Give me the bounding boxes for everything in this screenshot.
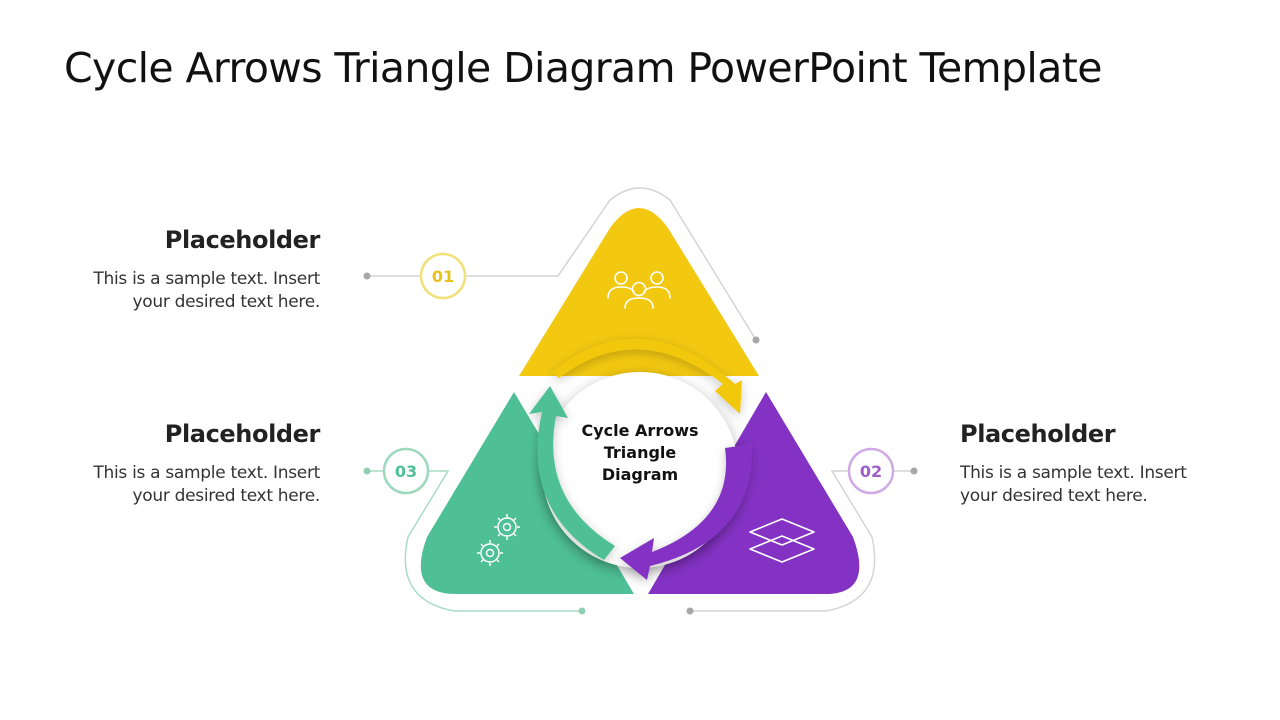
text-block-02: Placeholder This is a sample text. Inser… xyxy=(960,420,1220,508)
text-block-01: Placeholder This is a sample text. Inser… xyxy=(60,226,320,314)
outline-right-dot-bottom xyxy=(686,607,694,615)
people-group-icon xyxy=(607,271,671,309)
layers-icon xyxy=(749,518,815,563)
center-label-line-1: Cycle Arrows xyxy=(581,421,699,440)
arrow-green xyxy=(529,386,615,560)
outline-right-dot-top xyxy=(910,467,918,475)
outline-right xyxy=(690,470,914,612)
text-block-03-body-line-1: This is a sample text. Insert xyxy=(93,463,320,483)
text-block-01-body: This is a sample text. Insert your desir… xyxy=(60,268,320,314)
arrow-purple xyxy=(620,444,753,580)
text-block-01-body-line-1: This is a sample text. Insert xyxy=(93,269,320,289)
outline-top-dot-right xyxy=(752,336,760,344)
text-block-01-heading: Placeholder xyxy=(164,226,321,254)
text-block-03-body: This is a sample text. Insert your desir… xyxy=(60,462,320,508)
text-block-02-heading: Placeholder xyxy=(960,420,1116,448)
text-block-02-body-line-1: This is a sample text. Insert xyxy=(960,463,1187,483)
text-block-03-body-line-2: your desired text here. xyxy=(132,486,321,506)
gears-icon xyxy=(477,514,520,566)
badge-02-number: 02 xyxy=(860,462,882,481)
outline-top-dot-left xyxy=(363,272,371,280)
outline-left-dot-top xyxy=(363,467,371,475)
text-block-02-body: This is a sample text. Insert your desir… xyxy=(960,462,1220,508)
outline-left xyxy=(367,470,582,612)
center-label: Cycle Arrows Triangle Diagram xyxy=(570,420,710,486)
slide-title: Cycle Arrows Triangle Diagram PowerPoint… xyxy=(64,44,1102,92)
segment-01-shape xyxy=(519,208,759,376)
badge-03: 03 xyxy=(382,447,430,495)
badge-03-number: 03 xyxy=(395,462,417,481)
arrow-yellow xyxy=(552,338,742,414)
text-block-03: Placeholder This is a sample text. Inser… xyxy=(60,420,320,508)
outline-left-dot-bottom xyxy=(578,607,586,615)
badge-01-number: 01 xyxy=(432,267,454,286)
center-label-line-2: Triangle xyxy=(603,443,677,462)
text-block-03-heading: Placeholder xyxy=(164,420,321,448)
badge-01: 01 xyxy=(419,252,467,300)
center-label-line-3: Diagram xyxy=(601,465,679,484)
text-block-02-body-line-2: your desired text here. xyxy=(960,486,1148,506)
text-block-01-body-line-2: your desired text here. xyxy=(132,292,321,312)
outline-top xyxy=(367,187,757,341)
center-circle xyxy=(542,372,738,568)
badge-02: 02 xyxy=(847,447,895,495)
